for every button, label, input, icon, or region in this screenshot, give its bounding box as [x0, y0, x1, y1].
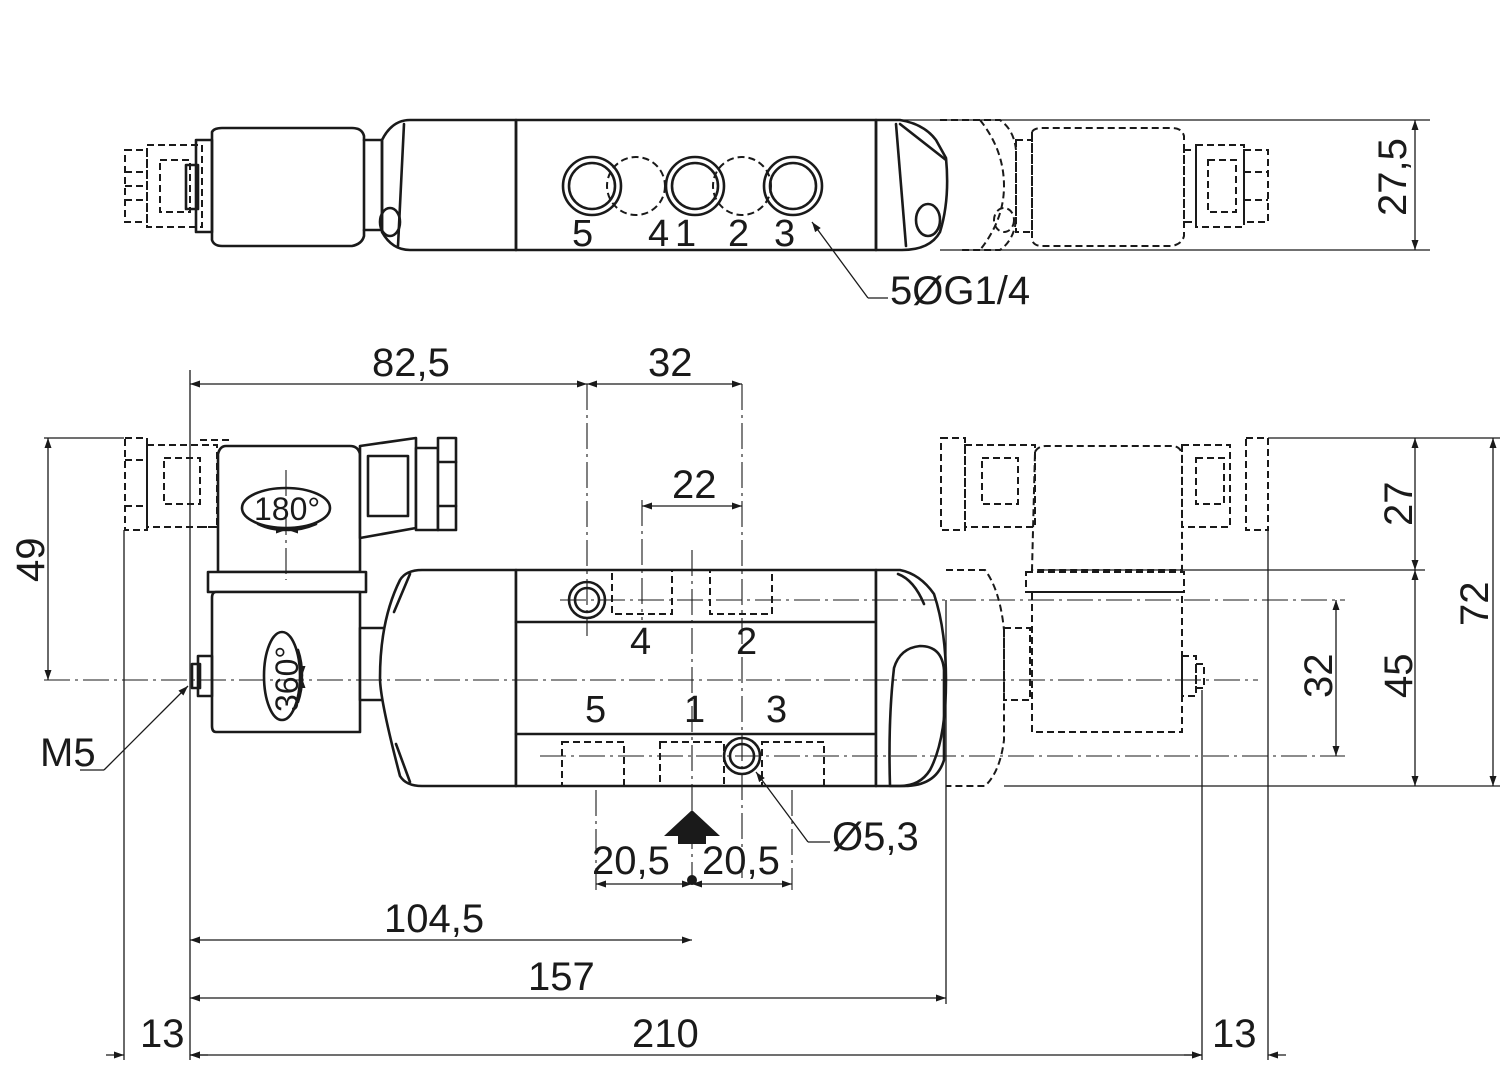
dim-104-5-label: 104,5	[384, 897, 484, 941]
dim-72-label: 72	[1453, 582, 1497, 627]
front-valve-body	[378, 568, 948, 788]
dim-32-right-label: 32	[1297, 654, 1341, 699]
dim-210-label: 210	[632, 1012, 699, 1056]
rotation-180-label: 180°	[254, 491, 320, 527]
pilot-thread-label: M5	[40, 731, 96, 775]
top-valve-body	[378, 118, 949, 252]
front-port-label-5: 5	[585, 689, 606, 731]
top-left-coil	[184, 126, 384, 248]
top-port-label-1: 1	[675, 213, 696, 255]
dim-32-top-label: 32	[648, 341, 693, 385]
front-port-label-1: 1	[684, 689, 705, 731]
rotation-360-label: 360°	[269, 646, 305, 712]
top-port-label-3: 3	[774, 213, 795, 255]
dim-20-5-right-label: 20,5	[702, 839, 780, 883]
top-port-label-4: 4	[648, 213, 669, 255]
center-lines	[44, 384, 1345, 890]
dim-82-5-label: 82,5	[372, 341, 450, 385]
dim-27-label: 27	[1377, 482, 1421, 527]
dim-45-label: 45	[1377, 654, 1421, 699]
top-port-label-5: 5	[572, 213, 593, 255]
dim-27-5-label: 27,5	[1371, 138, 1415, 216]
top-right-coil	[940, 119, 1269, 251]
top-left-connector	[124, 144, 203, 228]
dim-49-label: 49	[9, 538, 53, 583]
front-left-connector	[124, 437, 230, 531]
front-port-label-4: 4	[630, 621, 651, 663]
extension-lines	[44, 370, 1500, 1060]
front-port-label-2: 2	[736, 621, 757, 663]
front-left-solenoid	[190, 436, 458, 734]
dim-22-label: 22	[672, 463, 717, 507]
supply-arrow-icon	[664, 810, 720, 844]
mounting-hole-label: Ø5,3	[832, 815, 919, 859]
top-port-label-2: 2	[728, 213, 749, 255]
ports-thread-leader	[811, 221, 888, 299]
top-view	[124, 118, 1269, 252]
front-port-label-3: 3	[766, 689, 787, 731]
dim-13-left-label: 13	[140, 1012, 185, 1056]
front-right-coil	[940, 437, 1269, 787]
top-ports	[561, 155, 824, 217]
mounting-hole-leader	[755, 771, 830, 843]
dim-157-label: 157	[528, 955, 595, 999]
front-view	[44, 384, 1345, 890]
dim-13-right-label: 13	[1212, 1012, 1257, 1056]
ports-thread-label: 5ØG1/4	[890, 269, 1030, 313]
pilot-thread-leader	[80, 685, 189, 771]
dim-20-5-left-label: 20,5	[592, 839, 670, 883]
dim-27-5	[880, 119, 1430, 251]
